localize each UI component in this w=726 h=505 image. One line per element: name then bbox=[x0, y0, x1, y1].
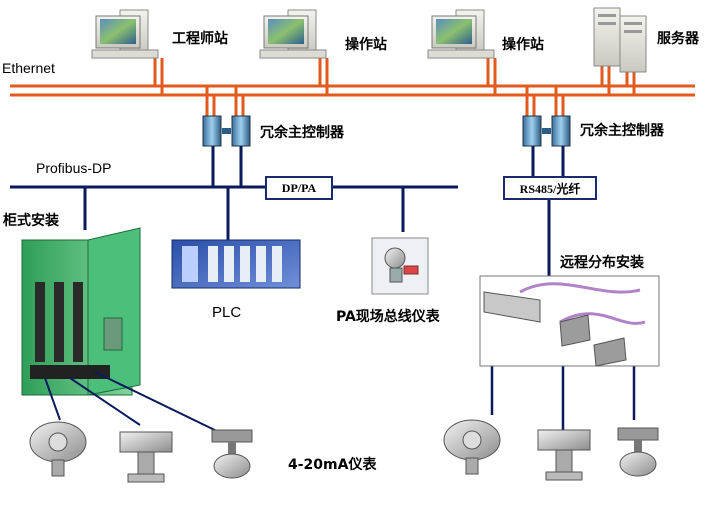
operator-station-2-label: 操作站 bbox=[502, 37, 544, 53]
operator-station-1-computer bbox=[259, 9, 327, 59]
analog-instrument-right-2 bbox=[537, 429, 591, 481]
cabinet-wiring bbox=[44, 371, 226, 436]
ethernet-label: Ethernet bbox=[2, 60, 55, 76]
analog-instrument-left-1 bbox=[29, 421, 87, 477]
redundant-controller-right-label: 冗余主控制器 bbox=[580, 123, 664, 139]
server-computers bbox=[593, 7, 647, 73]
redundant-controller-right-unit bbox=[522, 115, 571, 147]
plc-unit bbox=[171, 239, 301, 289]
rs485-fiber-converter: RS485/光纤 bbox=[503, 176, 597, 200]
redundant-controller-left-unit bbox=[202, 115, 251, 147]
pa-instrument-label: PA现场总线仪表 bbox=[336, 309, 440, 325]
cabinet-unit bbox=[21, 227, 141, 396]
analog-instrument-right-1 bbox=[443, 419, 501, 475]
remote-module-box bbox=[479, 275, 660, 367]
pa-instrument-unit bbox=[371, 237, 429, 295]
ethernet-bus bbox=[10, 58, 695, 116]
analog-instruments-label: 4-20mA仪表 bbox=[288, 457, 377, 473]
redundant-controller-left-label: 冗余主控制器 bbox=[260, 125, 344, 141]
analog-instrument-left-3 bbox=[211, 429, 253, 479]
profibus-label: Profibus-DP bbox=[36, 160, 112, 176]
operator-station-1-label: 操作站 bbox=[345, 37, 387, 53]
engineer-station-computer bbox=[91, 9, 159, 59]
analog-instrument-right-3 bbox=[617, 427, 659, 477]
profibus-bus bbox=[10, 146, 636, 430]
analog-instrument-left-2 bbox=[119, 431, 173, 483]
dp-pa-coupler: DP/PA bbox=[265, 176, 333, 200]
server-label: 服务器 bbox=[657, 31, 699, 47]
plc-label: PLC bbox=[212, 304, 242, 321]
cabinet-label: 柜式安装 bbox=[3, 213, 59, 229]
operator-station-2-computer bbox=[427, 9, 495, 59]
remote-installation-label: 远程分布安装 bbox=[560, 255, 644, 271]
engineer-station-label: 工程师站 bbox=[172, 31, 228, 47]
